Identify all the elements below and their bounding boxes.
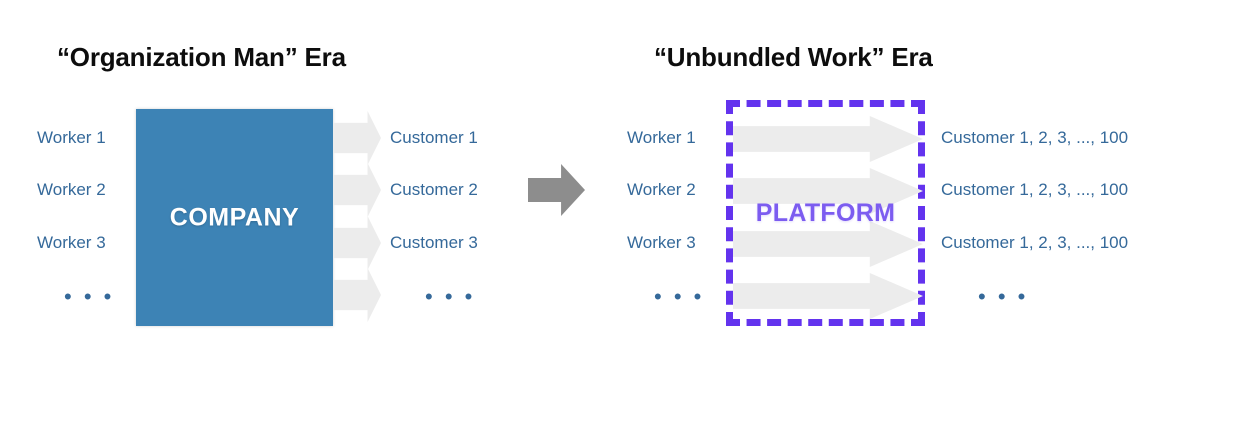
- left-flow-arrow-icon-1: [333, 111, 381, 165]
- right-worker-label-2: Worker 2: [627, 180, 696, 199]
- left-worker-label-3: Worker 3: [37, 233, 106, 252]
- left-customer-label-2: Customer 2: [390, 180, 478, 199]
- platform-box: [726, 100, 925, 326]
- right-customer-label-1: Customer 1, 2, 3, ..., 100: [941, 128, 1129, 147]
- left-flow-arrow-icon-2: [333, 163, 381, 217]
- left-worker-ellipsis: • • •: [64, 284, 115, 309]
- transition-right-arrow-icon: [528, 164, 585, 216]
- right-worker-ellipsis: • • •: [654, 284, 705, 309]
- right-customer-ellipsis: • • •: [978, 284, 1029, 309]
- right-worker-label-1: Worker 1: [627, 128, 696, 147]
- right-customer-label-2: Customer 1, 2, 3, ..., 100: [941, 180, 1129, 199]
- unbundled-work-era-panel: “Unbundled Work” Era: [614, 0, 1248, 430]
- organization-man-era-panel: “Organization Man” Era Worker 1 Worker 2…: [0, 0, 520, 430]
- right-panel-title: “Unbundled Work” Era: [654, 42, 933, 72]
- left-worker-label-1: Worker 1: [37, 128, 106, 147]
- right-worker-label-3: Worker 3: [627, 233, 696, 252]
- left-panel-title: “Organization Man” Era: [57, 42, 346, 72]
- left-customer-label-1: Customer 1: [390, 128, 478, 147]
- left-flow-arrow-icon-3: [333, 216, 381, 270]
- left-customer-label-3: Customer 3: [390, 233, 478, 252]
- platform-box-label: PLATFORM: [755, 199, 896, 227]
- left-flow-arrow-icon-4: [333, 268, 381, 322]
- right-customer-label-3: Customer 1, 2, 3, ..., 100: [941, 233, 1129, 252]
- company-box: COMPANY: [136, 109, 333, 326]
- left-worker-label-2: Worker 2: [37, 180, 106, 199]
- company-box-label: COMPANY: [169, 203, 300, 231]
- left-customer-ellipsis: • • •: [425, 284, 476, 309]
